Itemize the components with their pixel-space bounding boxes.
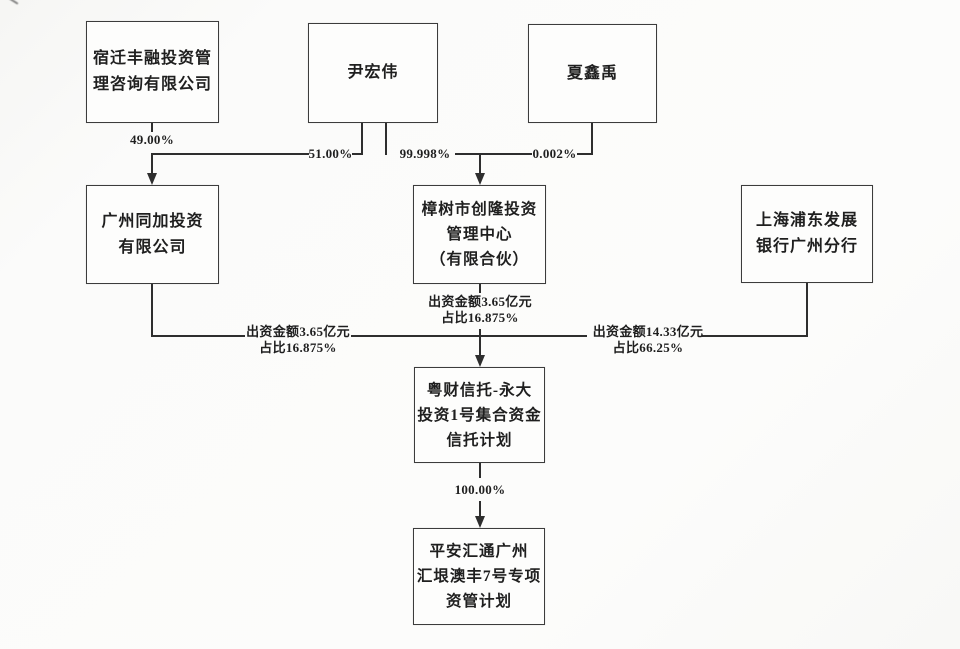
connector-line	[479, 463, 481, 478]
connector-line	[455, 153, 532, 155]
arrow-down-icon	[147, 173, 157, 185]
node-zhangshu-chuanglong: 樟树市创隆投资 管理中心 （有限合伙）	[413, 185, 546, 284]
connector-line	[577, 153, 593, 155]
node-pingan-huitong-plan: 平安汇通广州 汇垠澳丰7号专项 资管计划	[413, 528, 545, 625]
connector-line	[479, 335, 481, 356]
connector-line	[351, 335, 587, 337]
node-yuecai-trust-plan: 粤财信托-永大 投资1号集合资金 信托计划	[414, 367, 545, 463]
connector-line	[702, 335, 808, 337]
arrow-down-icon	[475, 516, 485, 528]
arrow-down-icon	[475, 355, 485, 367]
node-xia-xinyu: 夏鑫禹	[528, 24, 657, 123]
connector-line	[479, 501, 481, 517]
edge-label-49-percent: 49.00%	[129, 132, 175, 147]
arrow-down-icon	[475, 173, 485, 185]
connector-line	[151, 284, 153, 337]
edge-label-100-percent: 100.00%	[454, 482, 506, 497]
node-guangzhou-tongjia: 广州同加投资 有限公司	[86, 185, 219, 284]
connector-line	[479, 284, 481, 293]
photo-edge-artifact	[0, 0, 19, 5]
connector-line	[151, 123, 153, 132]
connector-line	[361, 123, 363, 155]
edge-label-0002-percent: 0.002%	[532, 146, 577, 161]
connector-line	[591, 123, 593, 155]
edge-label-contribution-left: 出资金额3.65亿元 占比16.875%	[246, 324, 350, 355]
edge-label-99998-percent: 99.998%	[399, 146, 451, 161]
connector-line	[806, 283, 808, 337]
edge-label-51-percent: 51.00%	[308, 146, 353, 161]
connector-line	[479, 153, 481, 174]
node-yin-hongwei: 尹宏伟	[308, 23, 438, 123]
connector-line	[151, 153, 153, 174]
edge-label-contribution-mid: 出资金额3.65亿元 占比16.875%	[428, 294, 532, 325]
connector-line	[151, 153, 309, 155]
node-suqian-fengrong: 宿迁丰融投资管 理咨询有限公司	[86, 21, 219, 123]
node-spdb-guangzhou-branch: 上海浦东发展 银行广州分行	[741, 185, 873, 283]
connector-line	[151, 335, 245, 337]
edge-label-contribution-right: 出资金额14.33亿元 占比66.25%	[592, 324, 704, 355]
connector-line	[479, 329, 481, 336]
connector-line	[352, 153, 363, 155]
connector-line	[385, 123, 387, 155]
